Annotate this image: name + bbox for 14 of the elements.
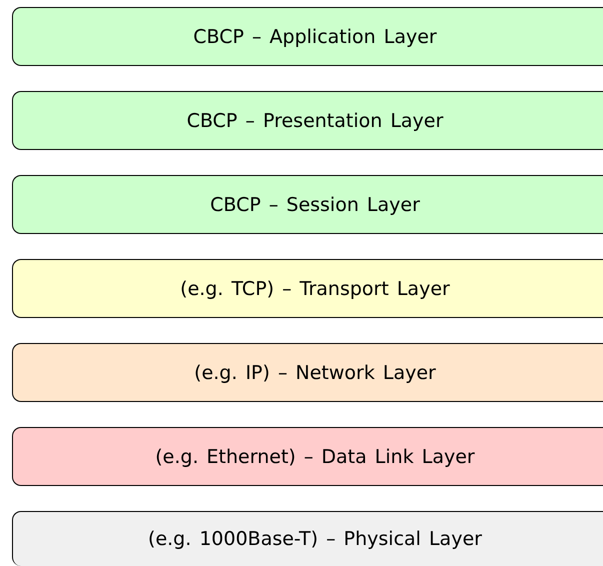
layer-box (12, 511, 603, 566)
layer-label: (e.g. Ethernet) – Data Link Layer (155, 446, 475, 468)
layer-label: CBCP – Presentation Layer (186, 110, 444, 132)
layer-label: (e.g. TCP) – Transport Layer (180, 278, 450, 300)
layer-label: CBCP – Application Layer (193, 26, 437, 48)
layer-label: (e.g. IP) – Network Layer (194, 362, 436, 384)
layer-box (12, 175, 603, 234)
layer-box (12, 343, 603, 402)
layer-box (12, 91, 603, 150)
layer-box (12, 427, 603, 486)
layer-box (12, 7, 603, 66)
layer-label: (e.g. 1000Base-T) – Physical Layer (148, 528, 482, 550)
layer-label: CBCP – Session Layer (210, 194, 420, 216)
layer-box (12, 259, 603, 318)
